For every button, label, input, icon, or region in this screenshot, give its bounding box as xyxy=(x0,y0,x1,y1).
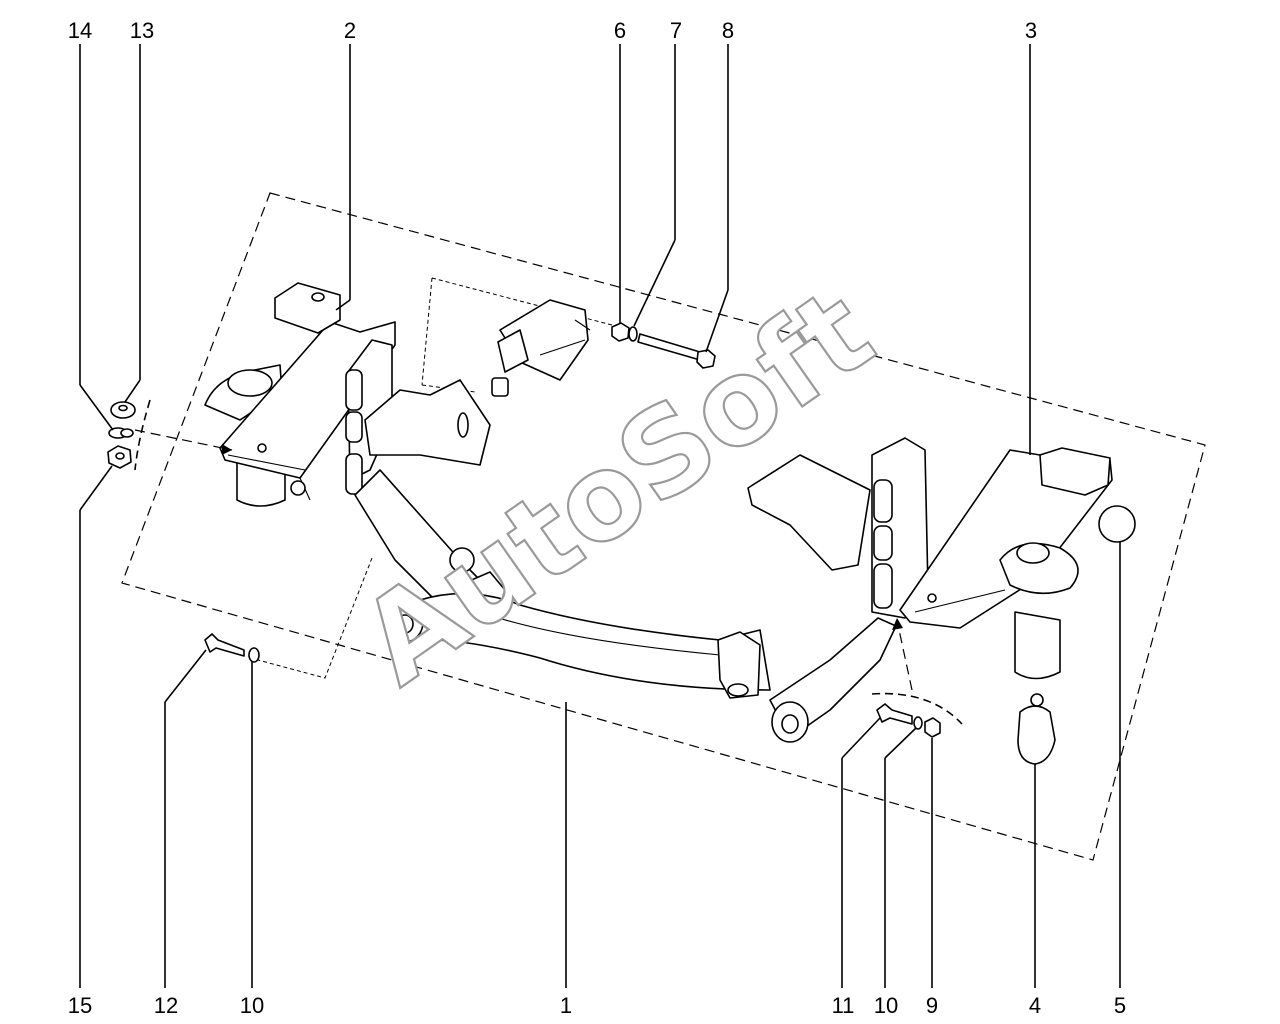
callout-14: 14 xyxy=(68,18,92,43)
assembly-arrow-right-head xyxy=(892,618,903,630)
fastener-group-11-10-9-right xyxy=(871,692,963,738)
callout-11: 11 xyxy=(832,993,855,1018)
bracket-subgroup-boundary xyxy=(257,277,613,679)
callout-2: 2 xyxy=(344,18,356,43)
callout-labels: 14 13 2 6 7 8 3 15 12 10 1 11 10 9 4 5 xyxy=(68,18,1126,1018)
left-trailing-arm xyxy=(345,339,506,643)
callout-9: 9 xyxy=(926,993,938,1018)
fastener-group-12-10-left xyxy=(204,633,260,663)
fastener-group-13-14-15 xyxy=(107,399,151,471)
assembly-boundary xyxy=(121,192,1206,861)
left-mount-arm xyxy=(204,282,396,507)
right-mount-arm xyxy=(899,447,1113,680)
callout-5: 5 xyxy=(1114,993,1126,1018)
cross-member xyxy=(419,592,771,699)
callout-13: 13 xyxy=(130,18,154,43)
fastener-group-6-7-8 xyxy=(611,322,716,369)
callout-15: 15 xyxy=(68,993,92,1018)
callout-10-right: 10 xyxy=(874,993,898,1018)
bump-stop xyxy=(1017,693,1056,765)
cap xyxy=(1098,505,1136,543)
leader-lines xyxy=(79,44,1121,988)
callout-1: 1 xyxy=(560,993,572,1018)
callout-4: 4 xyxy=(1029,993,1041,1018)
assembly-arrow-left-head xyxy=(222,444,232,455)
callout-7: 7 xyxy=(670,18,682,43)
callout-6: 6 xyxy=(614,18,626,43)
callout-3: 3 xyxy=(1025,18,1037,43)
assembly-arrow-right xyxy=(897,624,913,691)
callout-8: 8 xyxy=(722,18,734,43)
callout-12: 12 xyxy=(154,993,178,1018)
right-trailing-arm xyxy=(747,437,929,743)
callout-10-left: 10 xyxy=(240,993,264,1018)
upper-bracket xyxy=(491,299,591,397)
assembly-arrow-left xyxy=(134,429,233,451)
